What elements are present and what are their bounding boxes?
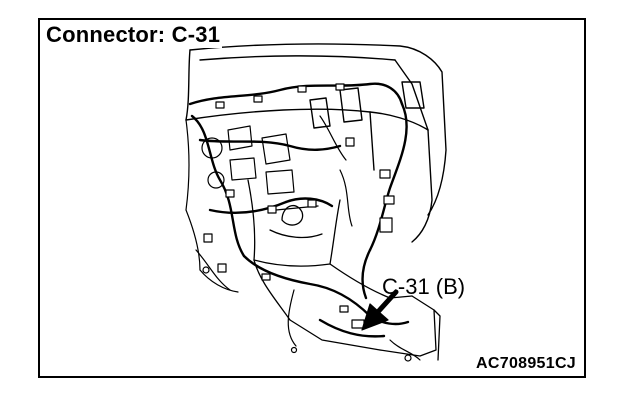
callout-arrow	[361, 289, 399, 331]
figure-code: AC708951CJ	[476, 355, 576, 372]
center-console	[247, 179, 441, 361]
dashboard-wiring-illustration	[185, 43, 447, 362]
wire-harness-thin	[195, 115, 421, 361]
page-title: Connector: C-31	[46, 22, 223, 48]
harness-connectors	[202, 83, 412, 362]
dashboard-shell	[185, 43, 447, 243]
left-dash-section	[185, 119, 295, 293]
wire-harness	[188, 82, 410, 338]
diagram-frame: Connector: C-31 C-31 (B) AC708951CJ	[38, 18, 586, 378]
connector-callout-label: C-31 (B)	[382, 274, 466, 299]
